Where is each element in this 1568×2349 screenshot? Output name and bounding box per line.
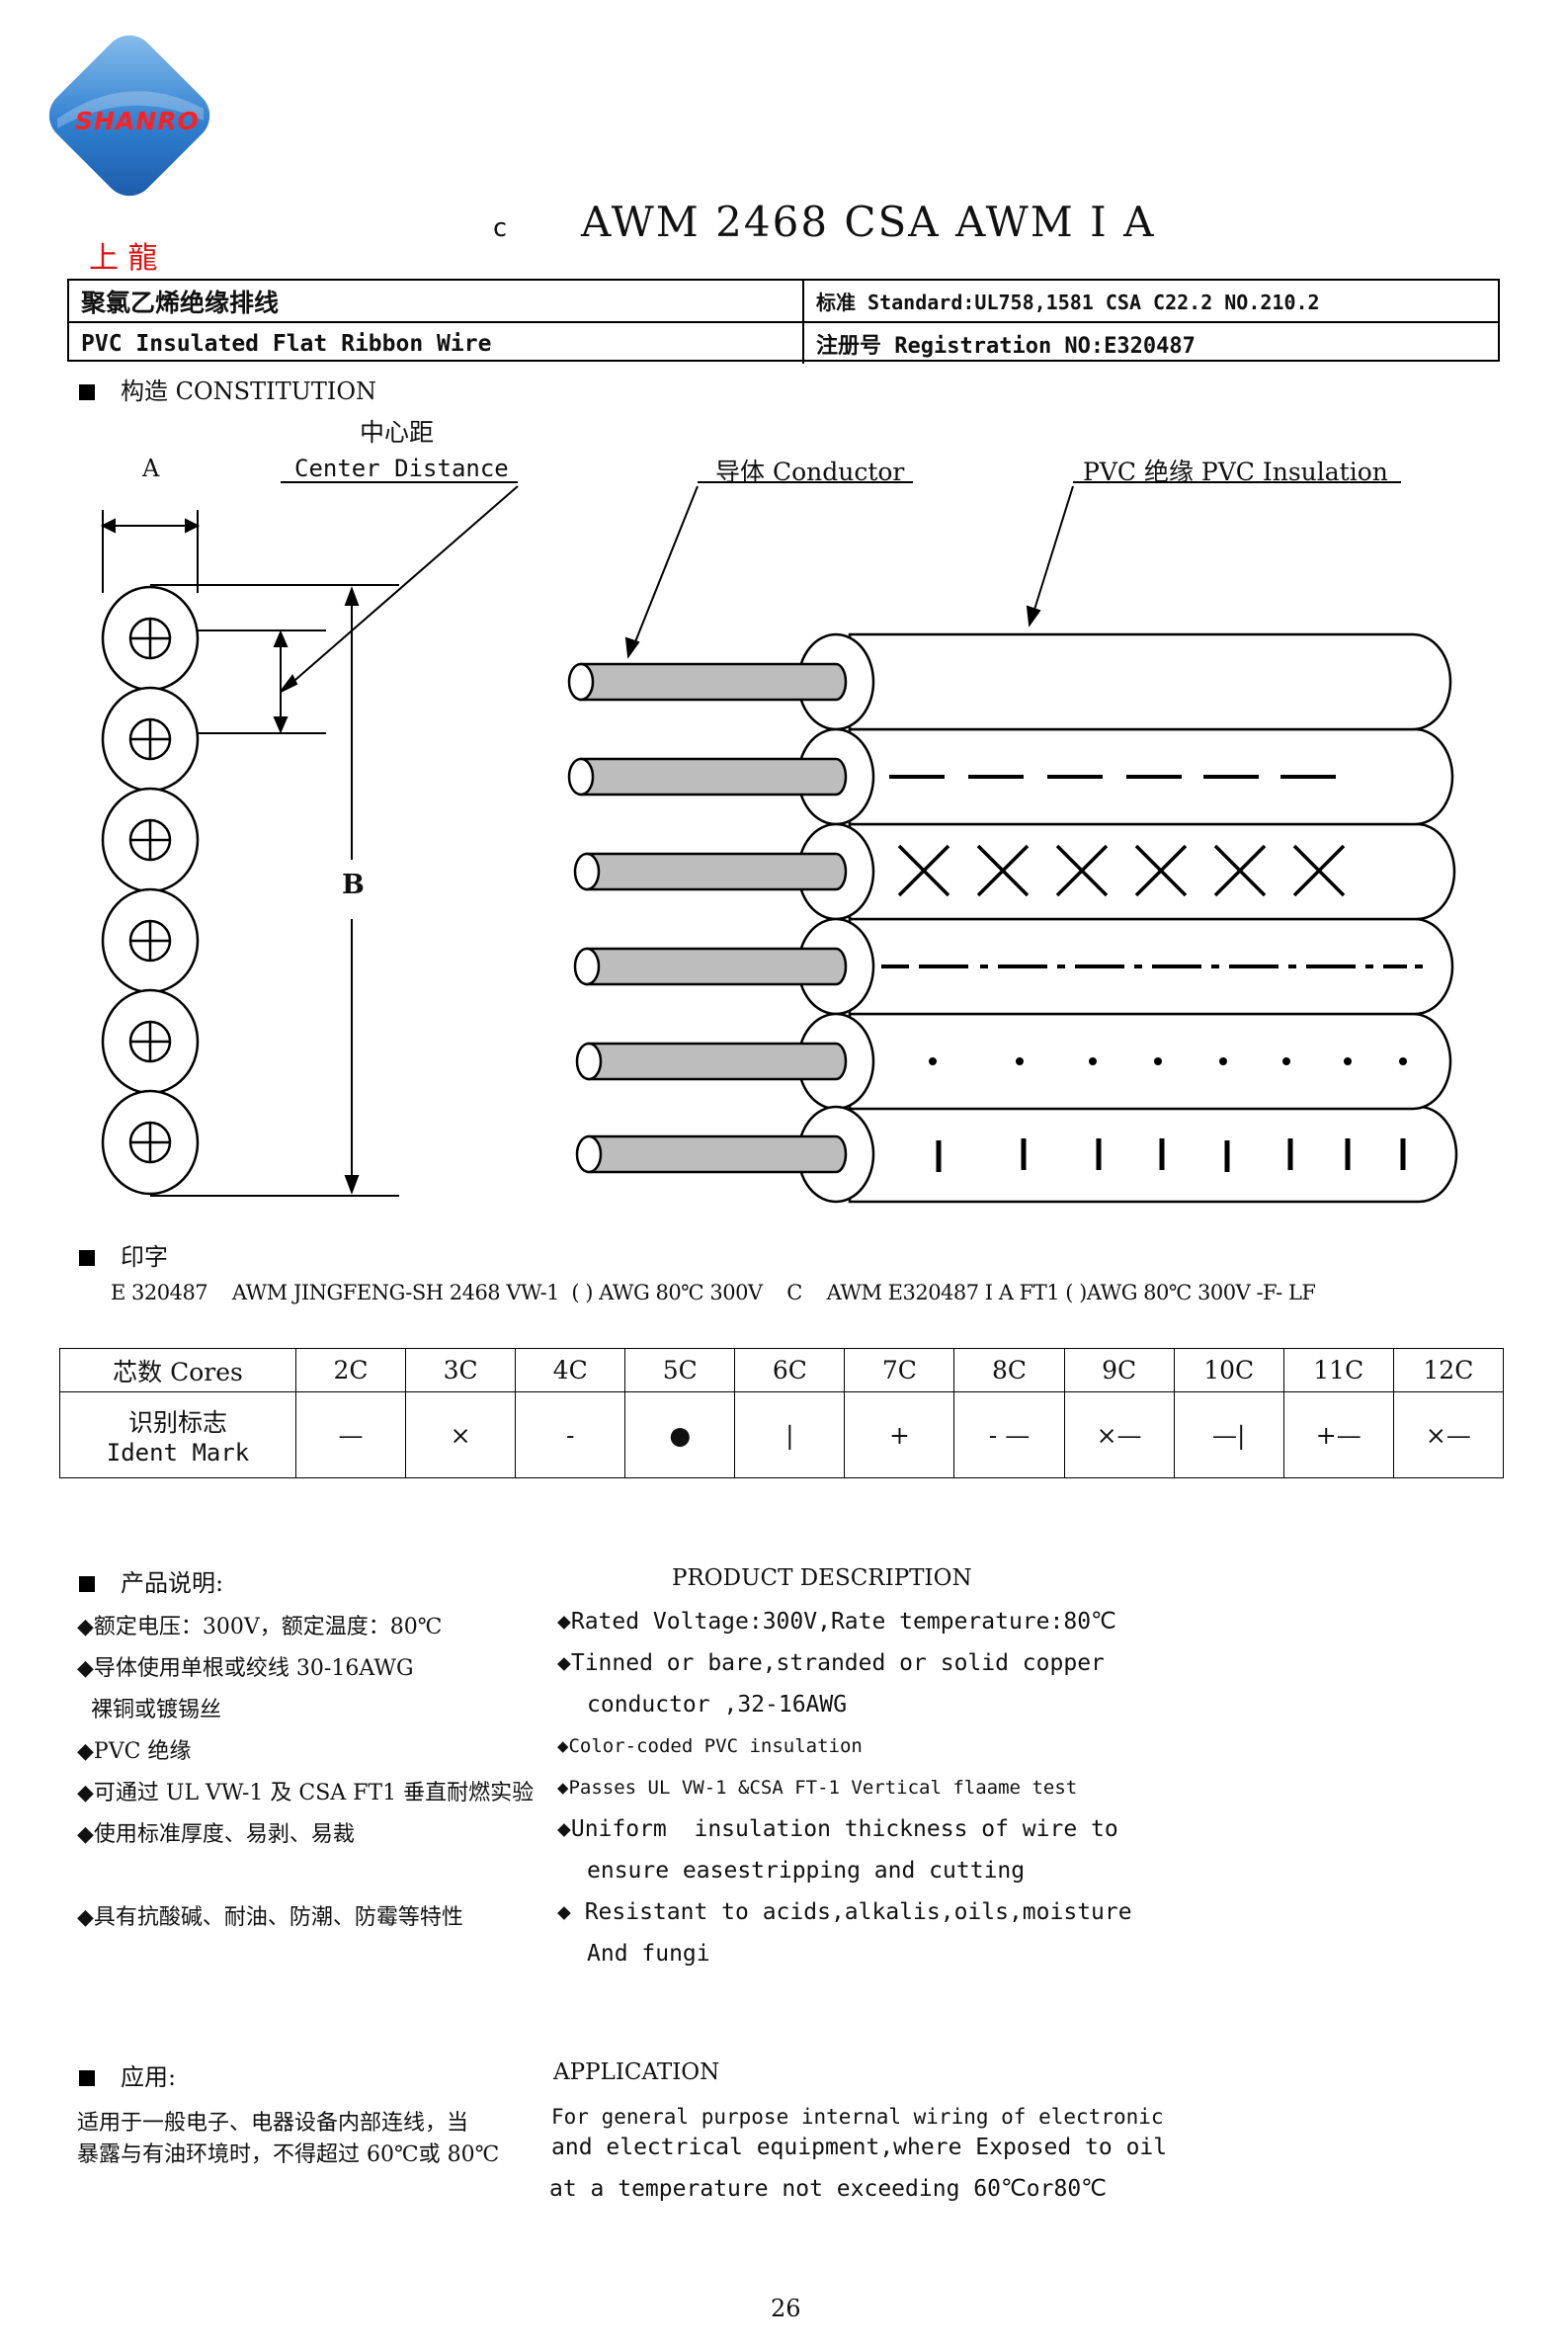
construction-heading: 构造 CONSTITUTION xyxy=(79,372,376,406)
page-title: AWM 2468 CSA AWM Ⅰ A xyxy=(581,198,1156,246)
ident-mark-cell: + xyxy=(844,1391,955,1478)
ident-mark-cell: - — xyxy=(953,1391,1065,1478)
title-prefix: c xyxy=(492,213,508,243)
product-item-en: And fungi xyxy=(587,1941,710,1967)
ident-mark-cell: —| xyxy=(1173,1391,1284,1478)
core-count-cell: 8C xyxy=(953,1348,1065,1392)
product-item-cn: ◆额定电压：300V，额定温度：80℃ xyxy=(77,1615,443,1639)
product-item-en: conductor ,32-16AWG xyxy=(587,1692,848,1718)
dimension-label-b: B xyxy=(342,870,365,900)
product-name-en: PVC Insulated Flat Ribbon Wire xyxy=(81,330,492,357)
cable-construction-diagram xyxy=(100,481,1458,1204)
ident-mark-cell: | xyxy=(734,1391,846,1478)
core-count-cell: 7C xyxy=(844,1348,955,1392)
product-item-cn: 裸铜或镀锡丝 xyxy=(77,1698,221,1722)
ident-mark-table: 芯数 Cores 2C 3C 4C 5C 6C 7C 8C 9C 10C 11C… xyxy=(59,1348,1505,1478)
ident-mark-cell: — xyxy=(294,1391,407,1478)
product-name-cn: 聚氯乙烯绝缘排线 xyxy=(81,288,280,317)
insulation-label: PVC 绝缘 PVC Insulation xyxy=(1083,458,1388,486)
application-heading-cn-text: 应用: xyxy=(121,2063,177,2091)
ident-mark-cell: × xyxy=(405,1391,517,1478)
product-heading-cn-text: 产品说明: xyxy=(121,1569,224,1597)
page-number: 26 xyxy=(771,2295,801,2322)
core-count-cell: 11C xyxy=(1282,1348,1394,1392)
product-item-en: ◆Tinned or bare,stranded or solid copper xyxy=(557,1650,1105,1676)
product-item-en: ◆Color-coded PVC insulation xyxy=(557,1735,863,1757)
application-text-en: For general purpose internal wiring of e… xyxy=(551,2105,1164,2129)
product-item-en: ensure easestripping and cutting xyxy=(587,1858,1026,1884)
product-item-cn: ◆导体使用单根或绞线 30-16AWG xyxy=(77,1656,414,1681)
conductor-label: 导体 Conductor xyxy=(715,458,905,486)
bullet-square-icon xyxy=(79,2070,95,2086)
center-distance-en: Center Distance xyxy=(294,455,509,482)
application-heading-en: APPLICATION xyxy=(553,2059,720,2085)
core-count-cell: 5C xyxy=(624,1348,736,1392)
standard-text: 标准 Standard:UL758,1581 CSA C22.2 NO.210.… xyxy=(802,281,1498,321)
application-text-en: at a temperature not exceeding 60℃or80℃ xyxy=(549,2176,1108,2202)
product-heading-en: PRODUCT DESCRIPTION xyxy=(672,1565,972,1591)
ident-mark-row: 识别标志 Ident Mark — × - ● | + - — ×— —| +—… xyxy=(59,1391,1505,1478)
registration-text: 注册号 Registration NO:E320487 xyxy=(802,323,1498,364)
product-item-en: ◆Uniform insulation thickness of wire to xyxy=(557,1816,1118,1842)
application-text-cn: 适用于一般电子、电器设备内部连线，当 xyxy=(77,2111,469,2136)
product-item-en: ◆ Resistant to acids,alkalis,oils,moistu… xyxy=(557,1899,1132,1925)
application-text-cn: 暴露与有油环境时，不得超过 60℃或 80℃ xyxy=(77,2142,500,2167)
printing-text: E 320487 AWM JINGFENG-SH 2468 VW-1 ( ) A… xyxy=(111,1281,1316,1304)
center-distance-cn: 中心距 xyxy=(360,418,435,447)
core-count-cell: 3C xyxy=(405,1348,517,1392)
core-count-cell: 2C xyxy=(294,1348,407,1392)
product-item-cn: ◆可通过 UL VW-1 及 CSA FT1 垂直耐燃实验 xyxy=(77,1781,535,1805)
construction-heading-text: 构造 CONSTITUTION xyxy=(121,378,376,405)
logo-chinese-text: 上 龍 xyxy=(89,241,158,276)
ident-mark-cell: ×— xyxy=(1392,1391,1505,1478)
ident-mark-header-cn: 识别标志 xyxy=(127,1408,227,1437)
bullet-square-icon xyxy=(79,384,95,400)
logo-brand-text: SHANRO xyxy=(75,107,200,135)
ident-mark-cell: ● xyxy=(624,1391,736,1478)
bullet-square-icon xyxy=(79,1250,95,1266)
printing-heading-text: 印字 xyxy=(121,1243,168,1271)
core-count-cell: 9C xyxy=(1063,1348,1175,1392)
spec-header-box: 聚氯乙烯绝缘排线 标准 Standard:UL758,1581 CSA C22.… xyxy=(67,279,1500,364)
cores-header: 芯数 Cores xyxy=(59,1348,296,1392)
application-heading-cn: 应用: xyxy=(79,2057,176,2092)
core-count-cell: 12C xyxy=(1392,1348,1505,1392)
cores-row: 芯数 Cores 2C 3C 4C 5C 6C 7C 8C 9C 10C 11C… xyxy=(59,1348,1505,1392)
core-count-cell: 6C xyxy=(734,1348,846,1392)
product-item-cn: ◆PVC 绝缘 xyxy=(77,1739,192,1764)
dimension-label-a: A xyxy=(142,455,160,482)
ident-mark-header-en: Ident Mark xyxy=(106,1439,250,1467)
core-count-cell: 10C xyxy=(1173,1348,1284,1392)
core-count-cell: 4C xyxy=(515,1348,626,1392)
printing-heading: 印字 xyxy=(79,1237,168,1272)
ident-mark-cell: +— xyxy=(1282,1391,1394,1478)
application-text-en: and electrical equipment,where Exposed t… xyxy=(551,2135,1168,2160)
product-item-en: ◆Passes UL VW-1 &CSA FT-1 Vertical flaam… xyxy=(557,1777,1078,1799)
ident-mark-header: 识别标志 Ident Mark xyxy=(59,1391,296,1478)
ident-mark-cell: ×— xyxy=(1063,1391,1175,1478)
ident-mark-cell: - xyxy=(515,1391,626,1478)
bullet-square-icon xyxy=(79,1576,95,1592)
product-heading-cn: 产品说明: xyxy=(79,1563,223,1598)
product-item-cn: ◆具有抗酸碱、耐油、防潮、防霉等特性 xyxy=(77,1905,463,1930)
company-logo xyxy=(48,35,210,197)
print-marker-label: 印字 xyxy=(1069,660,1116,688)
product-item-cn: ◆使用标准厚度、易剥、易裁 xyxy=(77,1822,355,1847)
product-item-en: ◆Rated Voltage:300V,Rate temperature:80℃ xyxy=(557,1609,1116,1635)
